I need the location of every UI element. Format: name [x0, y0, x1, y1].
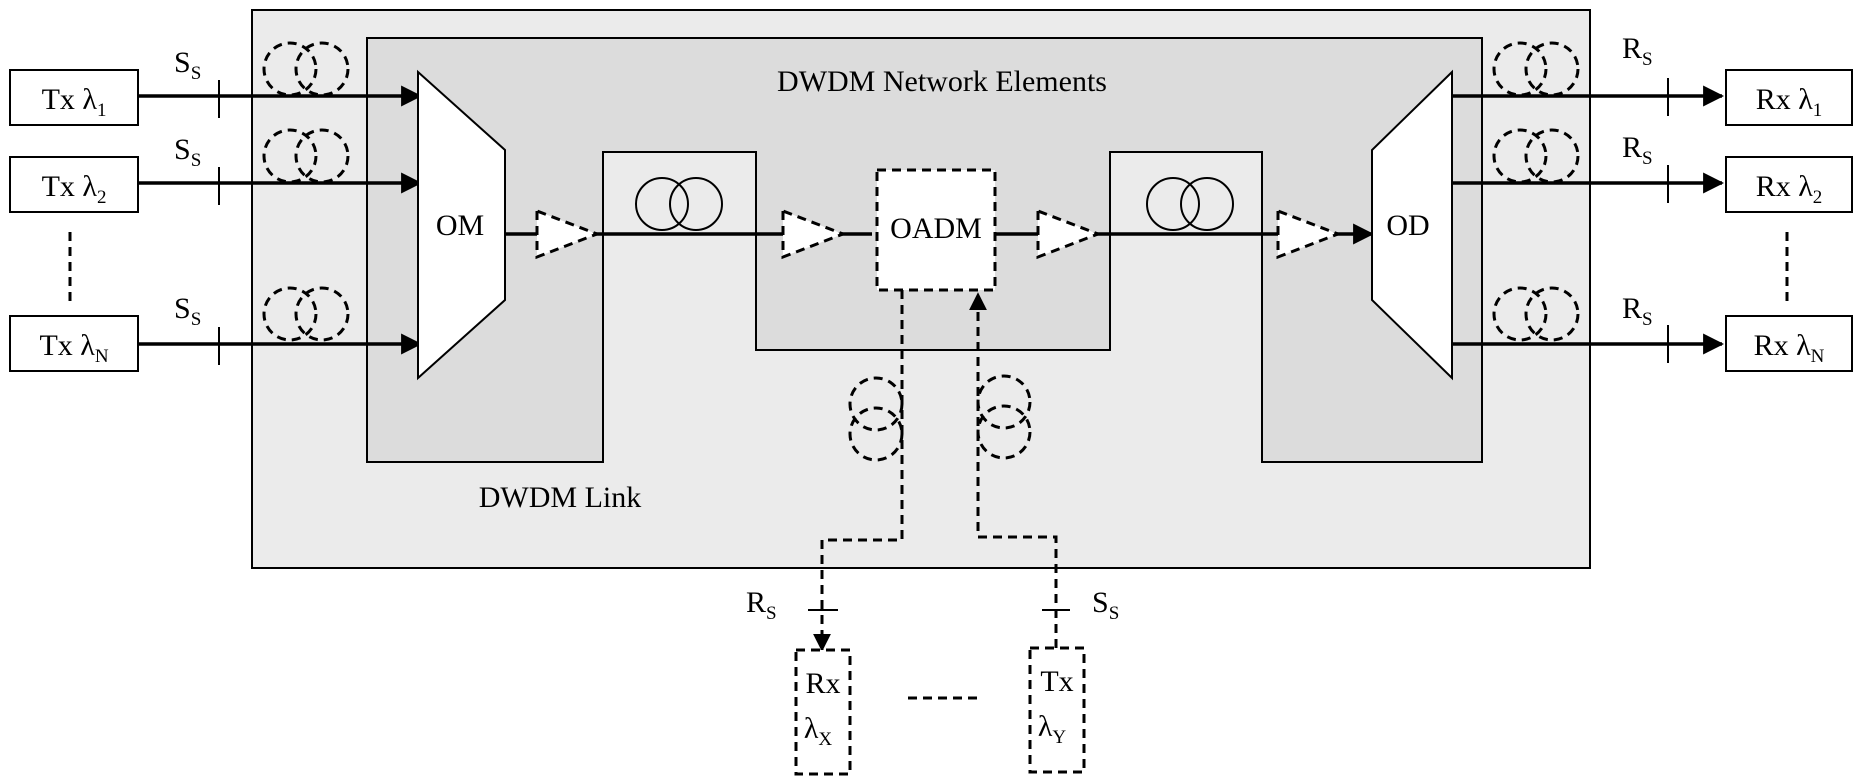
fiber-coil-rx-2 [1492, 128, 1580, 184]
fiber-coil-span-1 [635, 177, 723, 231]
fiber-coil-rx-n [1492, 286, 1580, 342]
tx-box-2: Tx λ2 [9, 156, 139, 213]
tx-box-n: Tx λN [9, 315, 139, 372]
amplifier-1 [535, 208, 602, 260]
add-transmitter-box: Tx λY [1028, 646, 1086, 774]
fiber-coil-drop [848, 376, 904, 462]
tx-box-1: Tx λ1 [9, 69, 139, 126]
dwdm-link-title: DWDM Link [479, 481, 641, 514]
drop-receiver-box: Rx λX [794, 648, 852, 776]
rs-label-drop: RS [746, 586, 777, 624]
ss-label-n: SS [174, 292, 201, 330]
fiber-coil-span-2 [1146, 177, 1234, 231]
ss-label-add: SS [1092, 586, 1119, 624]
oadm-node: OADM [875, 168, 997, 292]
svg-text:OD: OD [1386, 209, 1429, 242]
rs-label-1: RS [1622, 32, 1653, 70]
ss-label-2: SS [174, 133, 201, 171]
rx-box-n: Rx λN [1725, 315, 1853, 372]
svg-text:OADM: OADM [890, 212, 982, 245]
drop-path [813, 290, 904, 652]
fiber-coil-add [976, 374, 1032, 460]
svg-text:Tx: Tx [1040, 665, 1073, 698]
svg-text:Tx λ2: Tx λ2 [42, 170, 107, 208]
svg-text:Rx λN: Rx λN [1754, 329, 1825, 367]
svg-text:Rx λ2: Rx λ2 [1756, 170, 1823, 208]
svg-text:λY: λY [1038, 710, 1067, 748]
amplifier-3 [1036, 208, 1103, 260]
network-elements-title: DWDM Network Elements [777, 65, 1107, 98]
rx-box-2: Rx λ2 [1725, 156, 1853, 213]
svg-text:Rx λ1: Rx λ1 [1756, 83, 1823, 121]
fiber-coil-tx-2 [262, 128, 350, 184]
rs-label-2: RS [1622, 131, 1653, 169]
add-path [969, 292, 1058, 648]
rx-box-1: Rx λ1 [1725, 69, 1853, 126]
amplifier-4 [1276, 208, 1343, 260]
fiber-coil-tx-1 [262, 41, 350, 97]
optical-multiplexer: OM [417, 69, 506, 381]
fiber-coil-rx-1 [1492, 41, 1580, 97]
svg-text:Tx λN: Tx λN [39, 329, 108, 367]
svg-text:Rx: Rx [805, 667, 840, 700]
fiber-coil-tx-n [262, 286, 350, 342]
svg-text:OM: OM [436, 209, 484, 242]
amplifier-2 [781, 208, 848, 260]
optical-demultiplexer: OD [1371, 69, 1453, 381]
rs-label-n: RS [1622, 292, 1653, 330]
ss-label-1: SS [174, 46, 201, 84]
svg-text:Tx λ1: Tx λ1 [42, 83, 107, 121]
svg-text:λX: λX [804, 712, 833, 750]
